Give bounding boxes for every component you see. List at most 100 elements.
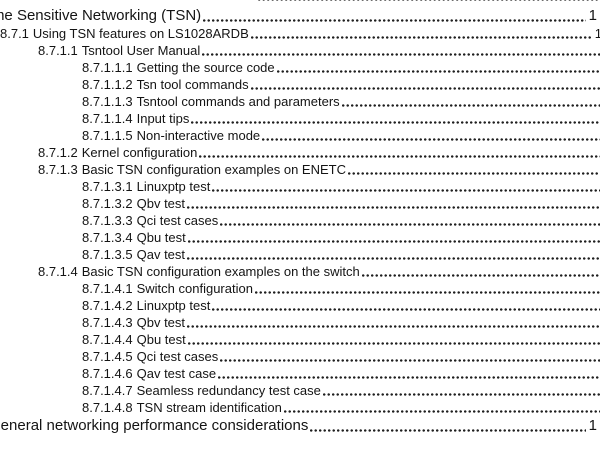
toc-entry-title: Qci test cases: [136, 349, 219, 364]
toc-entry-number: 8.7.1.3.2: [82, 196, 133, 211]
toc-entry-title: Tsntool commands and parameters: [136, 94, 340, 109]
dotted-leader: [257, 0, 600, 1]
dotted-leader: [250, 87, 600, 90]
dotted-leader: [262, 138, 600, 141]
toc-entry-title: Tsn tool commands: [136, 77, 249, 92]
toc-entry-number: 8.7.1.4.4: [82, 332, 133, 347]
toc-entry-number: 8.7.1.4: [38, 264, 78, 279]
toc-entry-number: 8.7.1.3.1: [82, 179, 133, 194]
toc-entry-title: Standards module: [150, 0, 256, 3]
toc-entry-number: 8.7.1.4.7: [82, 383, 133, 398]
dotted-leader: [220, 223, 600, 226]
toc-entry[interactable]: General networking performance considera…: [0, 416, 597, 435]
dotted-leader: [191, 121, 600, 124]
toc-entry-number: 8.7.1.1.4: [82, 111, 133, 126]
dotted-leader: [361, 274, 600, 277]
dotted-leader: [187, 325, 600, 328]
toc-entry-number: 8.7.1.3.4: [82, 230, 133, 245]
toc-entry-title: Time Sensitive Networking (TSN): [0, 7, 202, 24]
dotted-leader: [202, 53, 600, 56]
page-number: 1: [594, 26, 600, 41]
toc-entry-title: Switch configuration: [136, 281, 253, 296]
toc-entry-number: 8.7.1.4.1: [82, 281, 133, 296]
dotted-leader: [212, 308, 600, 311]
dotted-leader: [347, 172, 600, 175]
toc-entry-title: Basic TSN configuration examples on the …: [81, 264, 360, 279]
dotted-leader: [187, 206, 600, 209]
toc-entry-title: Qbu test: [136, 332, 186, 347]
toc-entry-title: Qav test case: [136, 366, 217, 381]
toc-entry-title: Qbv test: [136, 196, 186, 211]
toc-entry-title: Linuxptp test: [136, 179, 211, 194]
dotted-leader: [254, 291, 600, 294]
toc-entry-title: Qbu test: [136, 230, 186, 245]
toc-entry-number: 8.7.1.4.3: [82, 315, 133, 330]
toc-entry-title: Kernel configuration: [81, 145, 198, 160]
toc-entry-number: 8.7.1.4.6: [82, 366, 133, 381]
dotted-leader: [199, 155, 600, 158]
toc-entry-number: 8.7.1.4.5: [82, 349, 133, 364]
dotted-leader: [250, 36, 592, 39]
toc-entry-title: Linuxptp test: [136, 298, 211, 313]
toc-entry[interactable]: Time Sensitive Networking (TSN)1: [0, 6, 597, 25]
toc-entry-label: Standards module: [150, 0, 256, 4]
toc-entry-title: Basic TSN configuration examples on ENET…: [81, 162, 346, 177]
toc-entry: Standards module: [150, 0, 600, 4]
toc-entry-title: Getting the source code: [136, 60, 275, 75]
toc-entry-title: Qci test cases: [136, 213, 219, 228]
dotted-leader: [220, 359, 600, 362]
toc-entry-title: Non-interactive mode: [136, 128, 261, 143]
toc-entry-label: General networking performance considera…: [0, 416, 308, 435]
dotted-leader: [203, 19, 586, 22]
toc-entry-number: 8.7.1.1: [38, 43, 78, 58]
toc-entry-number: 8.7.1.3: [38, 162, 78, 177]
page-number: 1: [588, 417, 597, 434]
toc-entry-title: Qav test: [136, 247, 186, 262]
toc-entry-title: Input tips: [136, 111, 190, 126]
toc-entry-number: 8.7.1.2: [38, 145, 78, 160]
dotted-leader: [283, 410, 600, 413]
dotted-leader: [310, 429, 586, 432]
dotted-leader: [187, 342, 600, 345]
toc-entry-number: 8.7.1: [0, 26, 29, 41]
toc-entry-number: 8.7.1.1.2: [82, 77, 133, 92]
